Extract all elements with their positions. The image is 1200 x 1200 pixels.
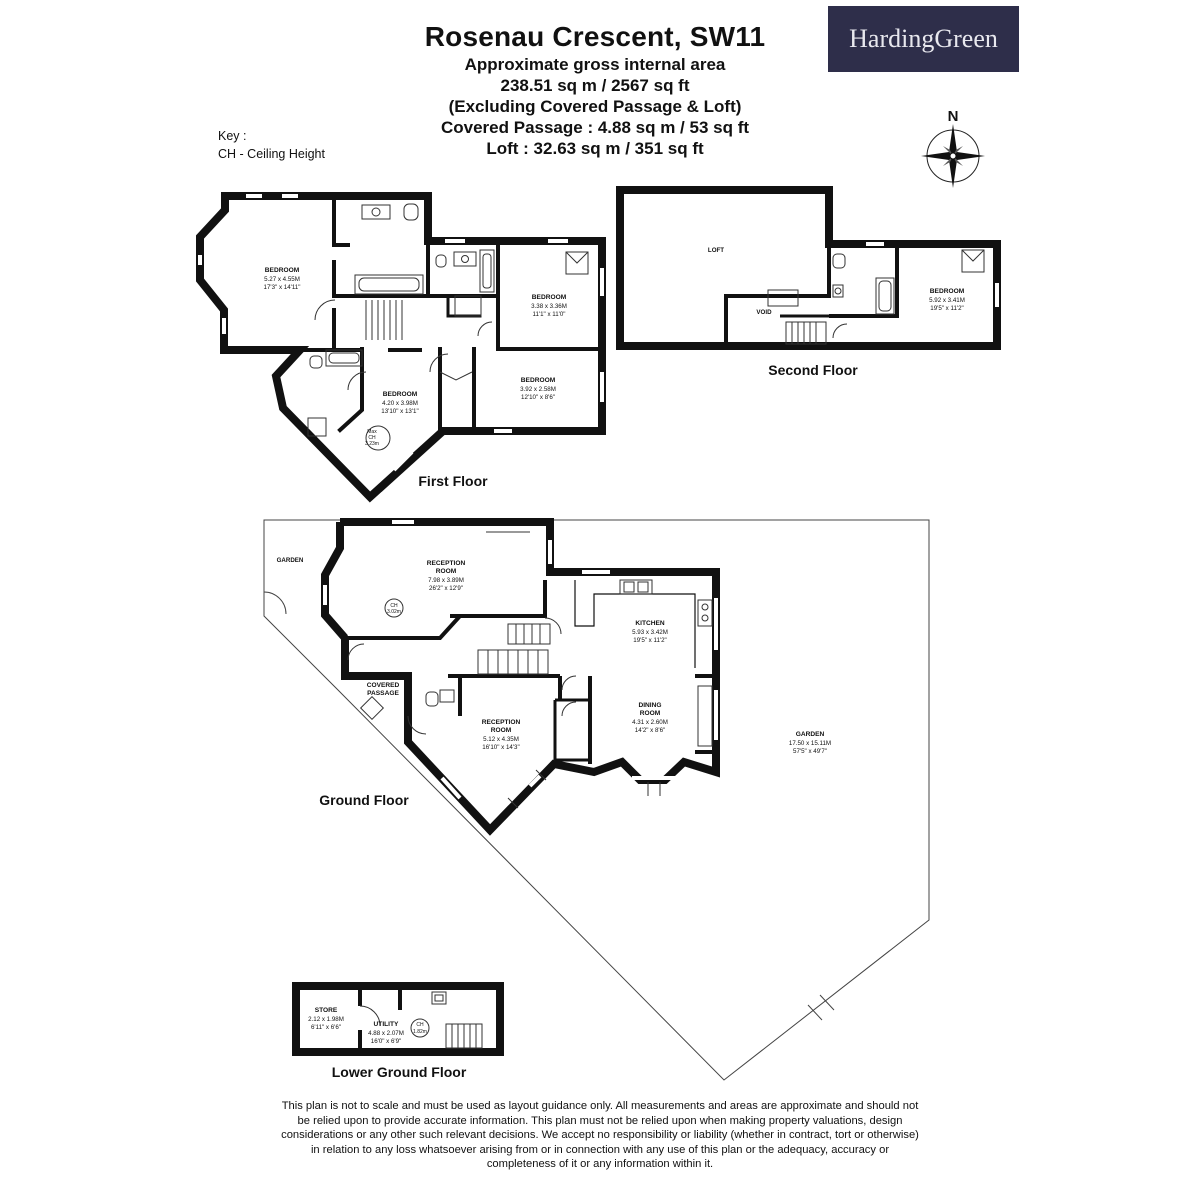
ground-floor-windows xyxy=(323,520,718,800)
gf-reception1-ch-l2: 3.02m xyxy=(387,609,401,615)
gf-reception2-metric: 5.12 x 4.35M xyxy=(483,736,519,743)
gf-reception2-imperial: 16'10" x 14'3" xyxy=(482,744,519,751)
first-floor-plan xyxy=(196,192,606,503)
gf-covered-passage-label2: PASSAGE xyxy=(367,690,399,697)
second-floor-windows xyxy=(618,230,999,307)
lg-utility-imperial: 16'0" x 6'9" xyxy=(371,1038,402,1045)
ff-bedroom3-label: BEDROOM xyxy=(383,391,418,398)
gf-reception1-imperial: 26'2" x 12'9" xyxy=(429,585,463,592)
ff-bedroom2-imperial: 11'1" x 11'0" xyxy=(532,311,565,318)
lower-ground-floor-plan xyxy=(292,982,504,1056)
ground-floor-fixtures xyxy=(347,531,713,809)
gf-reception1-ch-l1: CH xyxy=(390,603,398,609)
area-line-3: (Excluding Covered Passage & Loft) xyxy=(448,97,742,116)
gf-covered-passage-label: COVERED xyxy=(367,682,400,689)
ff-ch-line2: CH xyxy=(368,435,376,441)
gf-garden-imperial: 57'5" x 49'7" xyxy=(793,748,827,755)
garden-boundary xyxy=(263,519,930,1081)
plan-key: Key : CH - Ceiling Height xyxy=(218,127,325,163)
ff-bedroom3-imperial: 13'10" x 13'1" xyxy=(381,408,418,415)
gf-kitchen-imperial: 19'5" x 11'2" xyxy=(633,637,666,644)
gf-garden-label: GARDEN xyxy=(796,731,825,738)
property-title: Rosenau Crescent, SW11 xyxy=(424,21,766,52)
gf-kitchen-label: KITCHEN xyxy=(635,620,665,627)
lg-utility-label: UTILITY xyxy=(374,1021,400,1028)
ff-bedroom3-metric: 4.20 x 3.98M xyxy=(382,400,418,407)
lg-ch-l1: CH xyxy=(416,1022,424,1028)
lg-ch-l2: 1.82m xyxy=(413,1029,427,1035)
gf-dining-label2: ROOM xyxy=(640,710,661,717)
sf-bedroom-imperial: 19'5" x 11'2" xyxy=(930,305,963,312)
sf-bedroom-metric: 5.92 x 3.41M xyxy=(929,297,965,304)
key-item: CH - Ceiling Height xyxy=(218,147,325,161)
ff-ch-line3: 3.23m xyxy=(365,441,379,447)
first-floor-fixtures xyxy=(307,203,589,451)
ff-bedroom1-metric: 5.27 x 4.55M xyxy=(264,276,300,283)
gf-reception1-metric: 7.98 x 3.89M xyxy=(428,577,464,584)
lower-ground-floor-fixtures xyxy=(359,991,483,1049)
lg-store-metric: 2.12 x 1.98M xyxy=(308,1016,344,1023)
second-floor-fixtures xyxy=(767,249,985,345)
gf-dining-imperial: 14'2" x 8'6" xyxy=(635,727,666,734)
gf-dining-metric: 4.31 x 2.60M xyxy=(632,719,668,726)
gf-reception1-label2: ROOM xyxy=(436,568,457,575)
sf-loft-label: LOFT xyxy=(708,247,724,254)
ff-bedroom2-label: BEDROOM xyxy=(532,294,567,301)
area-line-2: 238.51 sq m / 2567 sq ft xyxy=(500,76,690,95)
lg-store-imperial: 6'11" x 6'6" xyxy=(311,1024,341,1031)
ground-floor-plan xyxy=(321,518,720,836)
ff-bedroom2-metric: 3.38 x 3.36M xyxy=(531,303,567,310)
sf-void-label: VOID xyxy=(756,309,772,316)
ff-ch-line1: Max xyxy=(367,429,377,435)
gf-small-garden-label: GARDEN xyxy=(277,557,304,564)
ff-bedroom1-imperial: 17'3" x 14'11" xyxy=(264,284,301,291)
gf-reception1-label: RECEPTION xyxy=(427,560,466,567)
second-floor-label: Second Floor xyxy=(768,362,858,378)
disclaimer-text: This plan is not to scale and must be us… xyxy=(281,1100,919,1171)
lg-store-label: STORE xyxy=(315,1007,338,1014)
ff-bedroom4-label: BEDROOM xyxy=(521,377,556,384)
lg-utility-metric: 4.88 x 2.07M xyxy=(368,1030,404,1037)
gf-kitchen-metric: 5.93 x 3.42M xyxy=(632,629,668,636)
ground-floor-label: Ground Floor xyxy=(319,792,409,808)
first-floor-windows xyxy=(198,194,604,472)
lower-ground-floor-label: Lower Ground Floor xyxy=(332,1064,467,1080)
compass-icon xyxy=(921,124,985,188)
compass-north-label: N xyxy=(948,108,959,125)
ff-bedroom4-imperial: 12'10" x 8'6" xyxy=(521,394,555,401)
sf-bedroom-label: BEDROOM xyxy=(930,288,965,295)
agency-logo: HardingGreen xyxy=(828,6,1019,72)
plan-header: Rosenau Crescent, SW11 Approximate gross… xyxy=(380,20,810,159)
gf-reception2-label: RECEPTION xyxy=(482,719,521,726)
gf-reception2-label2: ROOM xyxy=(491,727,512,734)
key-title: Key : xyxy=(218,129,247,143)
area-line-1: Approximate gross internal area xyxy=(464,55,726,74)
second-floor-plan xyxy=(616,186,1001,350)
first-floor-label: First Floor xyxy=(418,473,488,489)
gf-garden-metric: 17.50 x 15.11M xyxy=(789,740,831,747)
area-line-5: Loft : 32.63 sq m / 351 sq ft xyxy=(486,139,704,158)
area-line-4: Covered Passage : 4.88 sq m / 53 sq ft xyxy=(440,118,750,137)
ff-bedroom1-label: BEDROOM xyxy=(265,267,300,274)
gf-dining-label: DINING xyxy=(638,702,661,709)
ff-bedroom4-metric: 3.92 x 2.58M xyxy=(520,386,556,393)
